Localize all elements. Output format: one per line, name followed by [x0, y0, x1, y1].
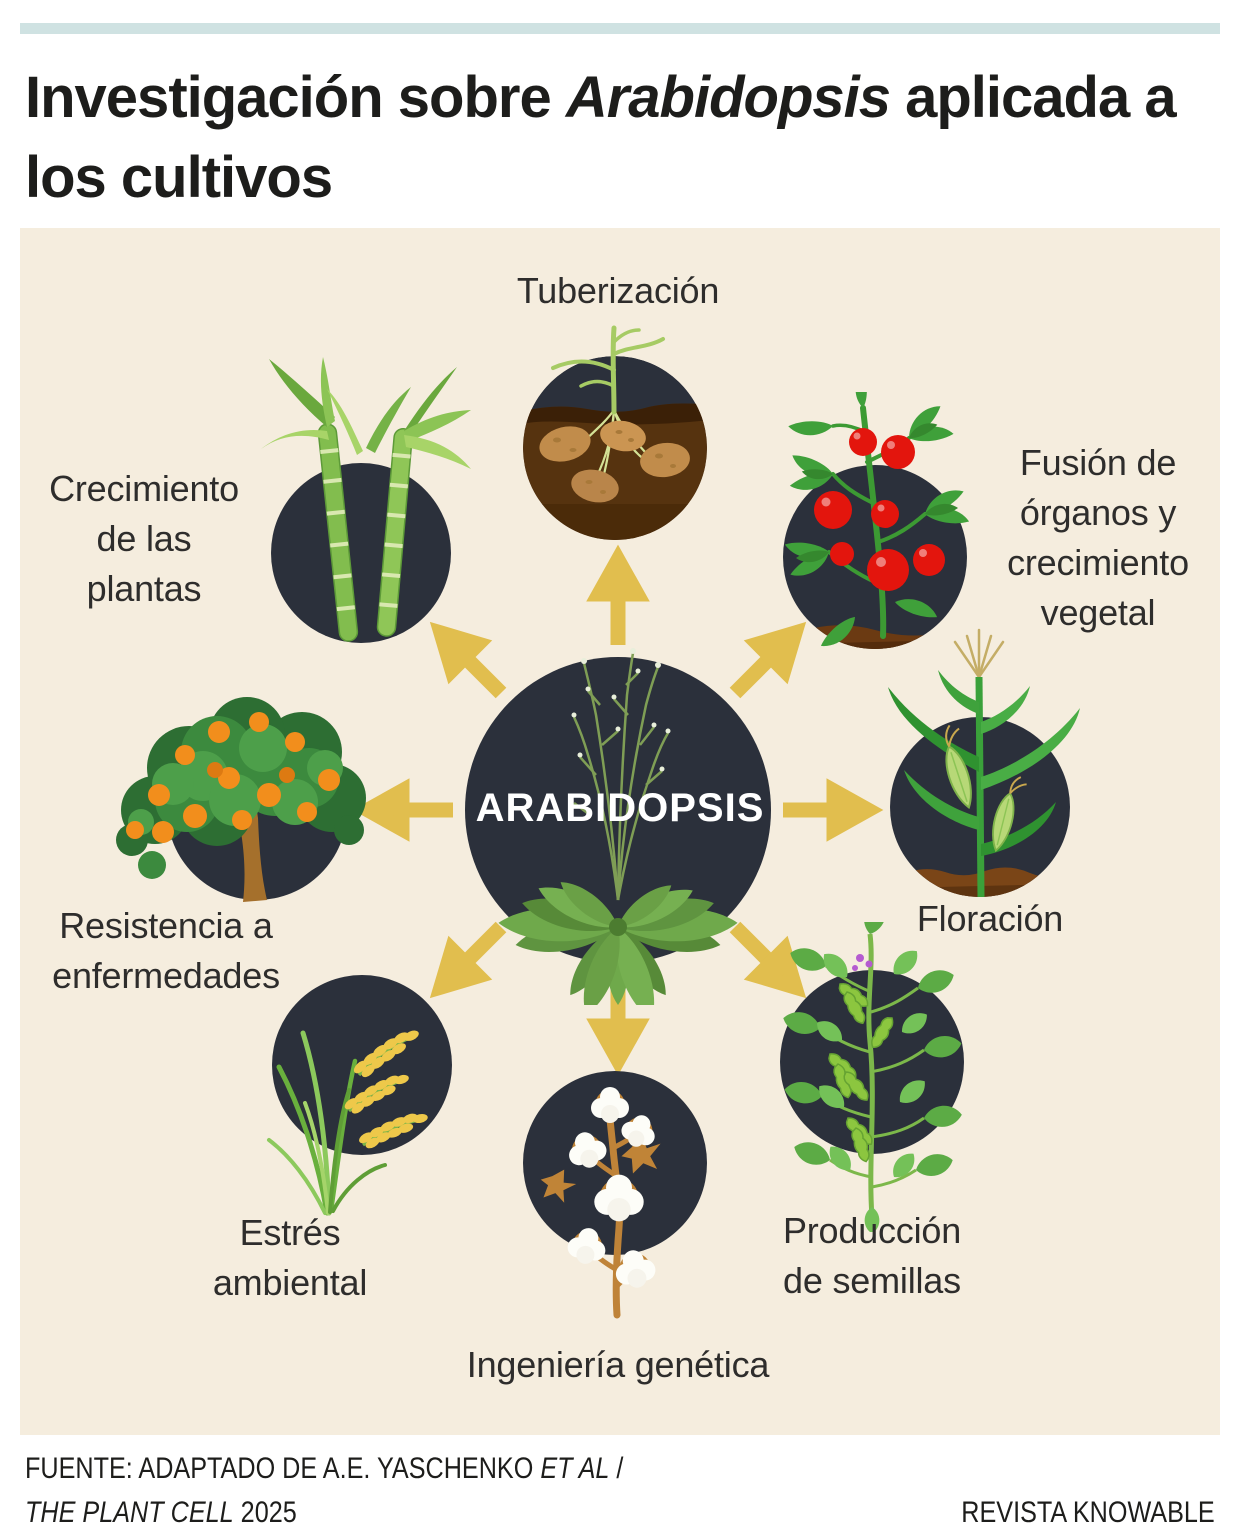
arabidopsis-plant-illustration — [440, 595, 800, 1025]
arrow-southeast — [729, 921, 807, 999]
source-credit-line1: FUENTE: ADAPTADO DE A.E. YASCHENKO ET AL… — [25, 1452, 624, 1485]
soybean-plant-illustration — [752, 894, 992, 1237]
source-credit-line2: THE PLANT CELL 2025 — [25, 1496, 297, 1529]
label-ingenieria-genetica: Ingeniería genética — [466, 1344, 770, 1385]
tomato-plant-illustration — [745, 371, 1005, 697]
title-text-italic: Arabidopsis — [565, 65, 891, 130]
label-tuberizacion: Tuberización — [516, 270, 720, 311]
radial-arrows — [352, 544, 884, 1076]
arrow-north — [586, 544, 650, 645]
arrow-northwest — [429, 621, 507, 699]
title-text-post: aplicada a los cultivos — [25, 65, 1177, 210]
cotton-plant-illustration — [495, 1033, 735, 1358]
label-produccion-semillas: Producción de semillas — [782, 1210, 962, 1301]
diagram-panel: ARABIDOPSIS Tuberización Fusión de órgan… — [20, 228, 1220, 1435]
arrow-southwest — [429, 921, 507, 999]
corn-plant-illustration — [860, 582, 1100, 937]
title-text-pre: Investigación sobre — [25, 65, 566, 130]
center-hub-label: ARABIDOPSIS — [475, 786, 765, 830]
label-crecimiento-plantas: Crecimiento de las plantas — [49, 468, 239, 609]
sugarcane-plant-illustration — [231, 353, 491, 688]
rice-plant-illustration — [227, 955, 477, 1260]
arrow-northeast — [729, 621, 807, 699]
label-fusion-organos: Fusión de órganos y crecimiento vegetal — [1007, 442, 1189, 633]
top-accent-bar — [20, 23, 1220, 34]
potato-plant-illustration — [495, 308, 735, 573]
arrow-west — [352, 778, 453, 842]
label-resistencia-enfermedades: Resistencia a enfermedades — [52, 905, 280, 996]
page-title: Investigación sobre Arabidopsis aplicada… — [25, 58, 1205, 218]
orange-tree-illustration — [97, 680, 387, 945]
label-floracion: Floración — [916, 898, 1064, 939]
label-estres-ambiental: Estrés ambiental — [212, 1212, 368, 1303]
publisher-credit: REVISTA KNOWABLE — [961, 1496, 1215, 1529]
arrow-east — [783, 778, 884, 842]
